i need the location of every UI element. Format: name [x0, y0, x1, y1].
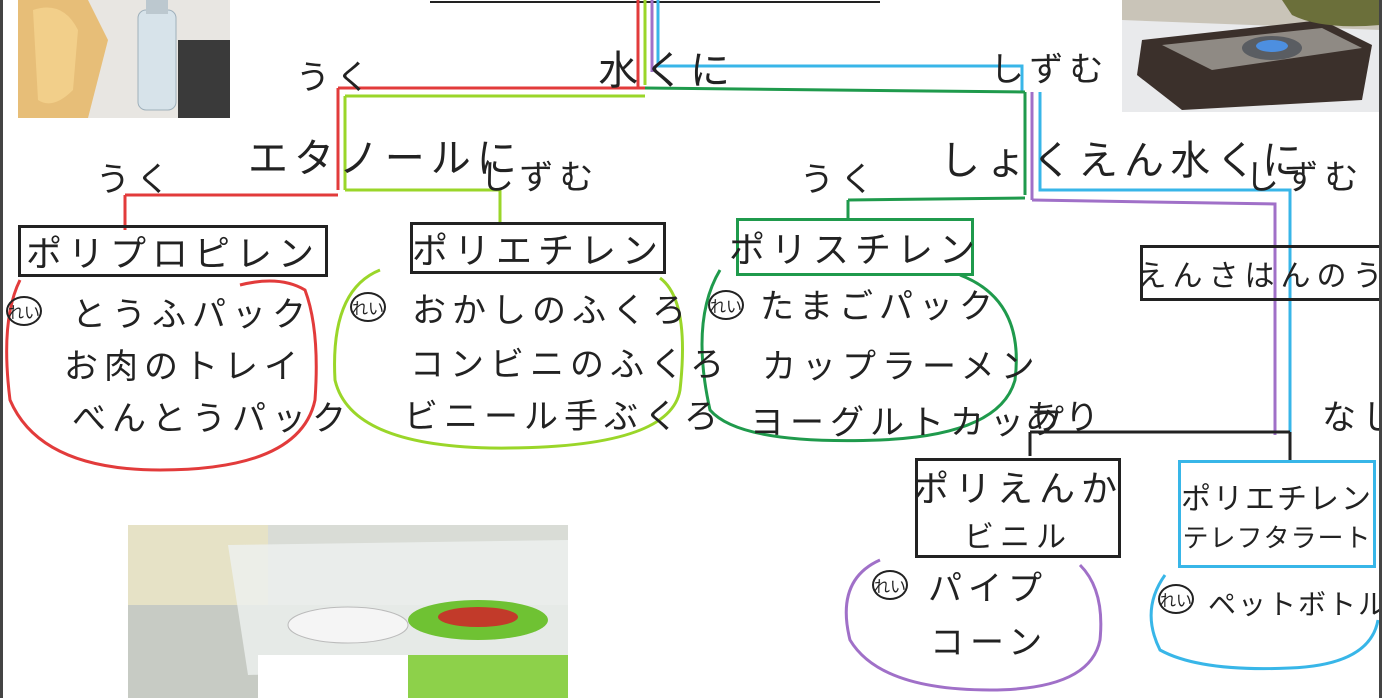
pp-result-box: ポリプロピレン: [18, 225, 328, 277]
pet-examples-loop: [1149, 574, 1380, 671]
gas-stove-photo: [1122, 0, 1380, 112]
water-question: 水くに: [598, 48, 736, 94]
hcl-yes-label: あり: [1025, 398, 1105, 438]
pet-example-1: ペットボトル: [1208, 588, 1382, 621]
pvc-rei-badge: れい: [872, 570, 908, 600]
pp-example-1: とうふパック: [72, 295, 312, 335]
pe-examples-loop: [333, 268, 684, 450]
floating-plastic-photo: [128, 525, 568, 698]
pp-name: ポリプロピレン: [25, 234, 320, 275]
pe-example-2: コンビニのふくろ: [410, 345, 730, 385]
salt-float-bar: [847, 196, 1026, 202]
pe-name: ポリエチレン: [412, 231, 665, 272]
salt-sink-label: しずむ: [1245, 158, 1365, 198]
ps-rei-badge: れい: [708, 290, 744, 320]
pvc-name-line2: ビニル: [964, 520, 1072, 555]
water-bottle-photo: [18, 0, 230, 118]
pvc-example-2: コーン: [930, 623, 1049, 663]
salt-cyan-line: [1038, 92, 1292, 440]
ps-examples-loop: [700, 269, 1018, 443]
pet-name-line2: テレフタラート: [1182, 523, 1372, 554]
ps-example-3: ヨーグルトカップ: [750, 403, 1070, 443]
water-cyan-line: [656, 0, 1024, 92]
salt-float-label: うく: [800, 160, 880, 200]
pp-example-3: べんとうパック: [72, 399, 352, 439]
water-sink-label: しずむ: [990, 50, 1110, 90]
ethanol-float-label: うく: [96, 160, 176, 200]
pe-example-1: おかしのふくろ: [412, 291, 692, 331]
pvc-example-1: パイプ: [928, 569, 1048, 609]
ps-example-1: たまごパック: [760, 287, 999, 327]
pvc-result-box: ポリえんか ビニル: [913, 458, 1124, 558]
ps-result-box: ポリスチレン: [729, 218, 975, 276]
ethanol-sink-label: しずむ: [480, 158, 600, 198]
pet-result-box: ポリエチレン テレフタラート: [1178, 460, 1376, 568]
hcl-question: えんさはんのう: [1136, 259, 1382, 294]
ethanol-question: エタノールに: [248, 136, 523, 182]
ps-example-2: カップラーメン: [762, 347, 1041, 387]
pvc-name-line1: ポリえんか: [913, 469, 1124, 510]
pe-rei-badge: れい: [350, 292, 386, 322]
pp-examples-loop: [5, 279, 318, 472]
pet-rei-badge: れい: [1158, 584, 1194, 614]
pp-example-2: お肉のトレイ: [64, 347, 304, 387]
water-float-label: うく: [296, 58, 376, 98]
hcl-question-box: えんさはんのう: [1136, 245, 1382, 301]
pe-result-box: ポリエチレン: [410, 222, 666, 274]
pvc-examples-loop: [844, 558, 1103, 692]
salt-water-question: しょくえん水くに: [940, 138, 1308, 184]
hcl-no-label: なし: [1322, 398, 1382, 438]
water-sink-green-bar: [644, 86, 1026, 94]
pet-name-line1: ポリエチレン: [1181, 481, 1373, 517]
pe-example-3: ビニール手ぶくろ: [404, 397, 724, 437]
hcl-purple-line: [1031, 198, 1277, 435]
ps-name: ポリスチレン: [729, 230, 982, 271]
pe-drop-line: [345, 188, 502, 222]
pp-rei-badge: れい: [6, 296, 42, 326]
